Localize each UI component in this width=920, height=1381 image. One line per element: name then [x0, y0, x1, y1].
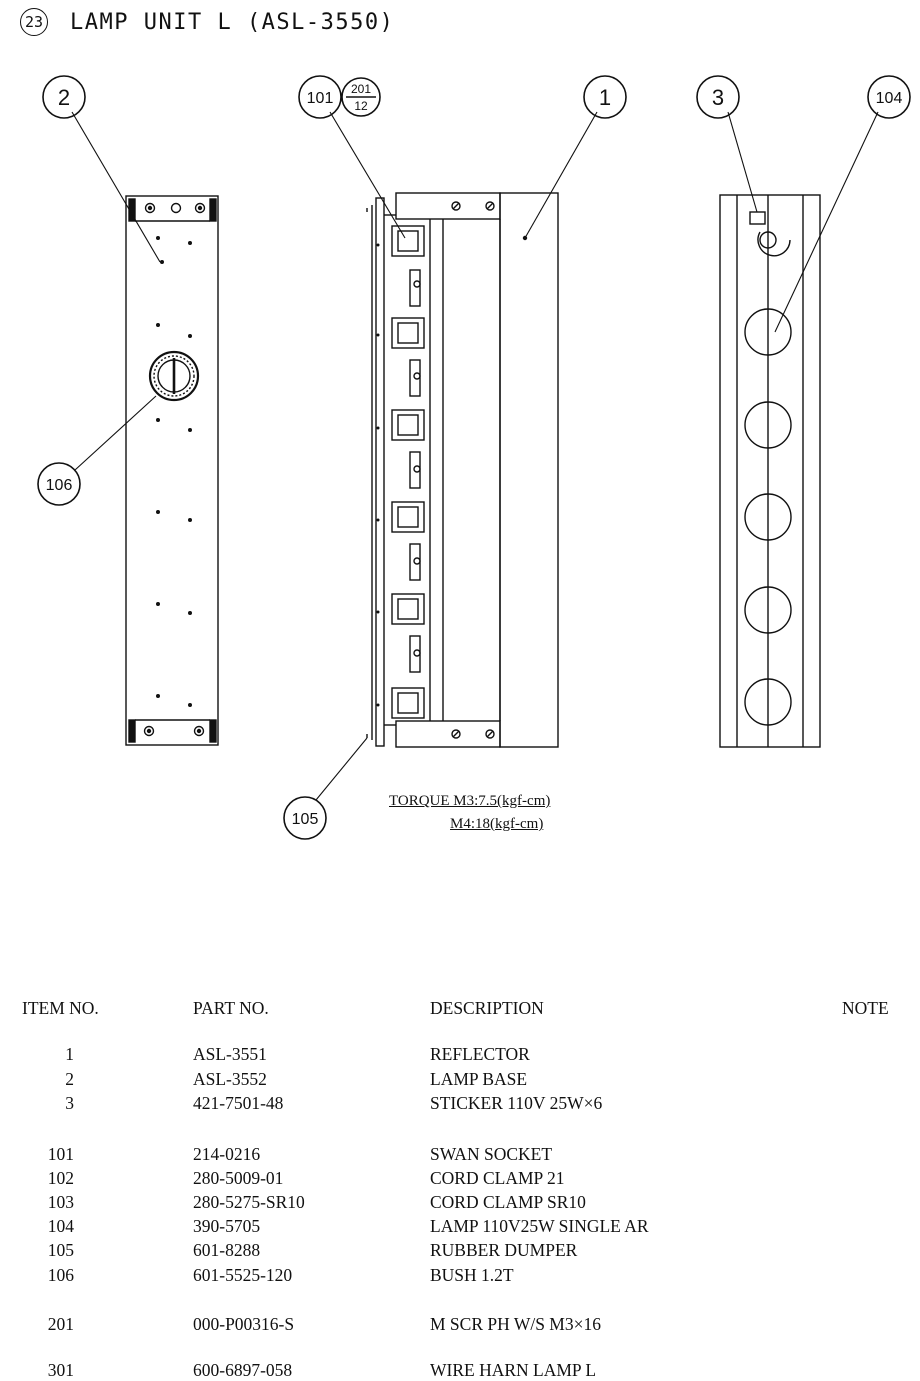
- description-cell: LAMP BASE: [430, 1069, 528, 1089]
- description-cell: M SCR PH W/S M3×16: [430, 1314, 601, 1334]
- part-no-cell: 600-6897-058: [193, 1360, 293, 1380]
- part-no-cell: ASL-3552: [193, 1069, 267, 1089]
- item-no-cell: 2: [65, 1069, 74, 1089]
- description-cell: SWAN SOCKET: [430, 1144, 553, 1164]
- header-item-no: ITEM NO.: [22, 998, 99, 1018]
- item-no-cell: 105: [47, 1240, 74, 1260]
- description-cell: CORD CLAMP 21: [430, 1168, 565, 1188]
- item-no-cell: 101: [47, 1144, 74, 1164]
- item-no-cell: 103: [47, 1192, 74, 1212]
- part-no-cell: 601-8288: [193, 1240, 261, 1260]
- item-no-cell: 1: [65, 1044, 74, 1064]
- header-part-no: PART NO.: [193, 998, 269, 1018]
- description-cell: STICKER 110V 25W×6: [430, 1093, 603, 1113]
- section-number-badge: 23: [20, 8, 48, 36]
- item-no-cell: 106: [47, 1265, 74, 1285]
- header-description: DESCRIPTION: [430, 998, 544, 1018]
- item-no-cell: 104: [47, 1216, 74, 1236]
- page-title: LAMP UNIT L (ASL-3550): [70, 9, 395, 35]
- callout-104: 104: [876, 90, 903, 107]
- leader-lines: [71, 111, 879, 801]
- title-row: 23 LAMP UNIT L (ASL-3550): [20, 6, 394, 38]
- torque-line-2: M4:18(kgf-cm): [450, 816, 544, 832]
- lamp-unit-front-view: [719, 194, 821, 748]
- part-no-cell: 421-7501-48: [193, 1093, 284, 1113]
- exploded-parts-drawing: 1 2 3 101 104 105 106 201 12: [37, 75, 911, 840]
- callout-fraction-top: 201: [351, 82, 371, 96]
- callout-2: 2: [58, 85, 70, 110]
- description-cell: WIRE HARN LAMP L: [430, 1360, 597, 1380]
- callout-3: 3: [712, 85, 724, 110]
- item-no-cell: 201: [47, 1314, 74, 1334]
- description-cell: BUSH 1.2T: [430, 1265, 514, 1285]
- item-no-cell: 3: [65, 1093, 74, 1113]
- callout-1: 1: [599, 85, 611, 110]
- description-cell: RUBBER DUMPER: [430, 1240, 578, 1260]
- description-cell: REFLECTOR: [430, 1044, 530, 1064]
- part-no-cell: 280-5009-01: [193, 1168, 284, 1188]
- lamp-base-view: [125, 195, 219, 746]
- callout-fraction-bottom: 12: [354, 99, 368, 113]
- item-no-cell: 102: [47, 1168, 74, 1188]
- header-note: NOTE: [842, 998, 889, 1018]
- part-no-cell: ASL-3551: [193, 1044, 267, 1064]
- torque-line-1: TORQUE M3:7.5(kgf-cm): [389, 793, 551, 809]
- description-cell: LAMP 110V25W SINGLE AR: [430, 1216, 649, 1236]
- description-cell: CORD CLAMP SR10: [430, 1192, 586, 1212]
- part-no-cell: 601-5525-120: [193, 1265, 293, 1285]
- part-no-cell: 000-P00316-S: [193, 1314, 295, 1334]
- callout-106: 106: [46, 477, 73, 494]
- part-no-cell: 280-5275-SR10: [193, 1192, 305, 1212]
- item-no-cell: 301: [47, 1360, 74, 1380]
- callout-105: 105: [292, 811, 319, 828]
- lamp-unit-side-view: [366, 192, 559, 748]
- callout-101: 101: [307, 90, 334, 107]
- part-no-cell: 214-0216: [193, 1144, 261, 1164]
- part-no-cell: 390-5705: [193, 1216, 261, 1236]
